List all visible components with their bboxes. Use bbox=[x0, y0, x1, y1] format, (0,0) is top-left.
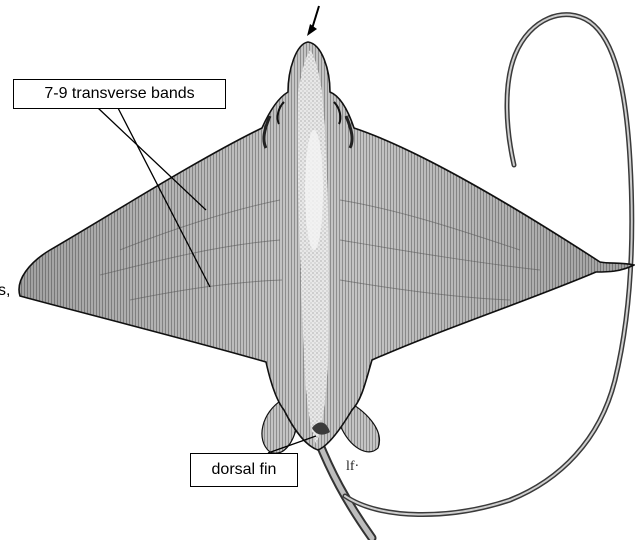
cut-off-edge-text: s, bbox=[0, 282, 10, 300]
transverse-bands-label: 7-9 transverse bands bbox=[13, 79, 226, 109]
tail-scribble: lf· bbox=[346, 459, 359, 474]
snout-arrow bbox=[307, 6, 319, 36]
dorsal-fin-label: dorsal fin bbox=[190, 453, 298, 487]
midline-highlight bbox=[305, 130, 323, 250]
